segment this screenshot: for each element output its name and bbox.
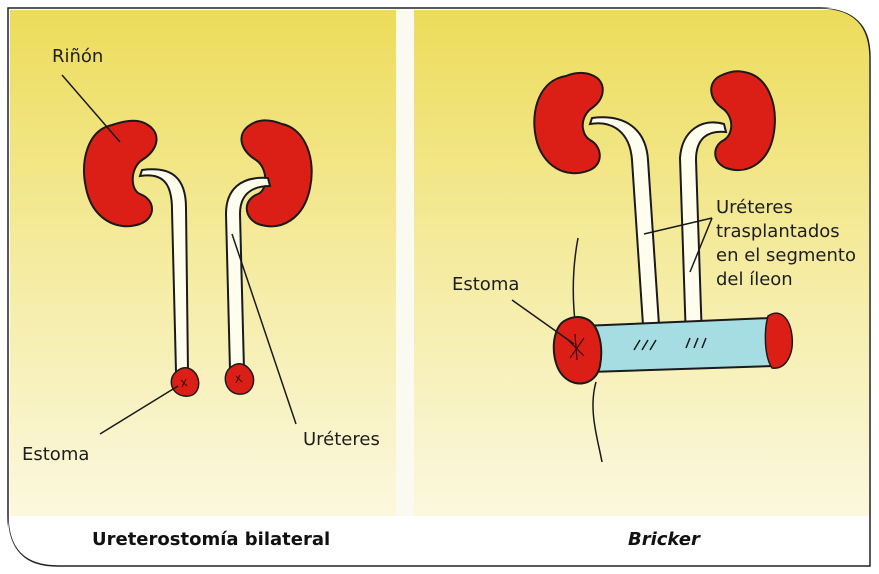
- label-transplanted-ureters-line4: del íleon: [716, 269, 793, 290]
- ileum-segment: [580, 318, 780, 372]
- label-transplanted-ureters-line3: en el segmento: [716, 245, 856, 266]
- right-panel: Estoma Uréteres trasplantados en el segm…: [414, 10, 869, 516]
- ileum-end-cap: [765, 313, 792, 368]
- caption-right: Bricker: [628, 529, 701, 550]
- label-transplanted-ureters-line1: Uréteres: [716, 197, 793, 218]
- caption-left: Ureterostomía bilateral: [92, 529, 330, 550]
- label-stoma-right: Estoma: [452, 274, 519, 295]
- label-kidney: Riñón: [52, 46, 103, 67]
- label-ureters-left: Uréteres: [303, 429, 380, 450]
- left-panel: Riñón Estoma Uréteres: [10, 10, 414, 516]
- label-transplanted-ureters-line2: trasplantados: [716, 221, 840, 242]
- panel-divider: [396, 10, 414, 516]
- label-stoma-left: Estoma: [22, 444, 89, 465]
